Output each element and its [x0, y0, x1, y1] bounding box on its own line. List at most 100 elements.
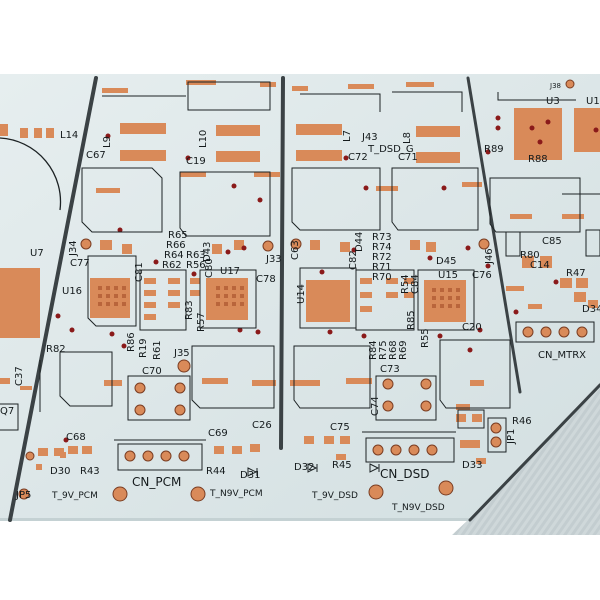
- silk-r83: R83: [184, 300, 195, 320]
- silk-r54: R54: [400, 274, 411, 294]
- silk-cn-mtrx: CN_MTRX: [538, 350, 586, 361]
- silk-c63: C63: [290, 240, 301, 260]
- silk-c74: C74: [370, 396, 381, 416]
- copper-pads: [0, 80, 600, 470]
- silk-cn-dsd: CN_DSD: [380, 467, 429, 481]
- silk-c75: C75: [330, 422, 350, 433]
- silk-u17: U17: [220, 266, 240, 277]
- silk-jp5: JP5: [15, 490, 31, 501]
- keepout-circle: [0, 137, 62, 211]
- silk-t-n9v-pcm: T_N9V_PCM: [209, 489, 263, 499]
- through-hole-pads: [18, 79, 595, 502]
- silk-j46: J46: [484, 248, 495, 265]
- silk-r71: R71: [372, 262, 392, 273]
- silk-c68: C68: [66, 432, 86, 443]
- silk-c26: C26: [252, 420, 272, 431]
- silk-c85: C85: [542, 236, 562, 247]
- silk-r45: R45: [332, 460, 352, 471]
- qfn-pad-grid: [98, 286, 460, 308]
- silk-r82: R82: [46, 344, 66, 355]
- silk-l10: L10: [198, 130, 209, 148]
- silk-c82: C82: [348, 250, 359, 270]
- exposed-fr4-corner: [452, 382, 600, 535]
- silk-c37: C37: [14, 366, 25, 386]
- silk-r62: R62: [162, 260, 182, 271]
- vias: [55, 115, 599, 443]
- silk-d30: D30: [50, 466, 70, 477]
- silk-c78: C78: [256, 274, 276, 285]
- silk-r72: R72: [372, 252, 392, 263]
- silk-r56: R56: [186, 260, 206, 271]
- silk-t-9v-dsd: T_9V_DSD: [311, 491, 358, 501]
- silk-jp1: JP1: [506, 429, 517, 445]
- silk-c69: C69: [208, 428, 228, 439]
- silk-t-9v-pcm: T_9V_PCM: [51, 491, 98, 501]
- silk-u3: U3: [546, 96, 560, 107]
- silk-j33: J33: [265, 254, 282, 265]
- silk-d32: D32: [294, 462, 314, 473]
- routing-slots: [8, 76, 600, 522]
- silk-u12: U12: [586, 96, 600, 107]
- silk-c76: C76: [472, 270, 492, 281]
- silk-d34: D34: [582, 304, 600, 315]
- silk-r85: R85: [406, 310, 417, 330]
- silk-r84: R84: [368, 340, 379, 360]
- silk-d31: D31: [240, 470, 260, 481]
- silk-u16: U16: [62, 286, 82, 297]
- silk-r75: R75: [378, 340, 389, 360]
- silk-j35: J35: [173, 348, 190, 359]
- silk-c80: C80: [204, 258, 215, 278]
- silk-j34: J34: [68, 240, 79, 257]
- silk-r55: R55: [420, 328, 431, 348]
- silk-r61: R61: [152, 340, 163, 360]
- silk-c19: C19: [186, 156, 206, 167]
- silk-r89: R89: [484, 144, 504, 155]
- board-bottom-edge: [0, 518, 470, 521]
- silk-r73: R73: [372, 232, 392, 243]
- silk-r57: R57: [196, 312, 207, 332]
- silk-d43: D43: [202, 242, 213, 262]
- diode-symbols: [247, 463, 380, 477]
- silk-c77: C77: [70, 258, 90, 269]
- silk-r80: R80: [520, 250, 540, 261]
- silk-r47: R47: [566, 268, 586, 279]
- silk-j38: J38: [549, 82, 561, 90]
- silk-l7: L7: [342, 130, 353, 142]
- silk-r63: R63: [186, 250, 206, 261]
- silk-r88: R88: [528, 154, 548, 165]
- silk-r66: R66: [166, 240, 186, 251]
- silk-r65: R65: [168, 230, 188, 241]
- silk-u7: U7: [30, 248, 44, 259]
- silkscreen-text: L14 L9 L10 L7 L8 C67 C19 J43 T_DSD_G C72…: [0, 82, 600, 513]
- silk-d44: D44: [354, 232, 365, 252]
- silk-r74: R74: [372, 242, 392, 253]
- silk-u14: U14: [296, 284, 307, 304]
- silk-r64: R64: [164, 250, 184, 261]
- silk-u15: U15: [438, 270, 458, 281]
- silk-cn-pcm: CN_PCM: [132, 475, 181, 489]
- silk-t-n9v-dsd: T_N9V_DSD: [391, 503, 445, 513]
- silk-c20: C20: [462, 322, 482, 333]
- silk-c84: C84: [410, 274, 421, 294]
- silk-r19: R19: [138, 338, 149, 358]
- silk-r43: R43: [80, 466, 100, 477]
- silk-c72: C72: [348, 152, 368, 163]
- silk-r44: R44: [206, 466, 226, 477]
- silk-c81: C81: [134, 262, 145, 282]
- silk-l9: L9: [102, 136, 113, 148]
- silk-d33: D33: [462, 460, 482, 471]
- silk-c71: C71: [398, 152, 418, 163]
- silk-c73: C73: [380, 364, 400, 375]
- silk-l14: L14: [60, 130, 78, 141]
- silk-t-dsd-g: T_DSD_G: [367, 144, 414, 155]
- silk-r46: R46: [512, 416, 532, 427]
- silk-r86: R86: [126, 332, 137, 352]
- silk-l8: L8: [402, 132, 413, 144]
- silk-q7: Q7: [0, 406, 14, 417]
- silk-d45: D45: [436, 256, 456, 267]
- silk-c67: C67: [86, 150, 106, 161]
- silk-c14: C14: [530, 260, 550, 271]
- silk-c70: C70: [142, 366, 162, 377]
- silk-r68: R68: [388, 340, 399, 360]
